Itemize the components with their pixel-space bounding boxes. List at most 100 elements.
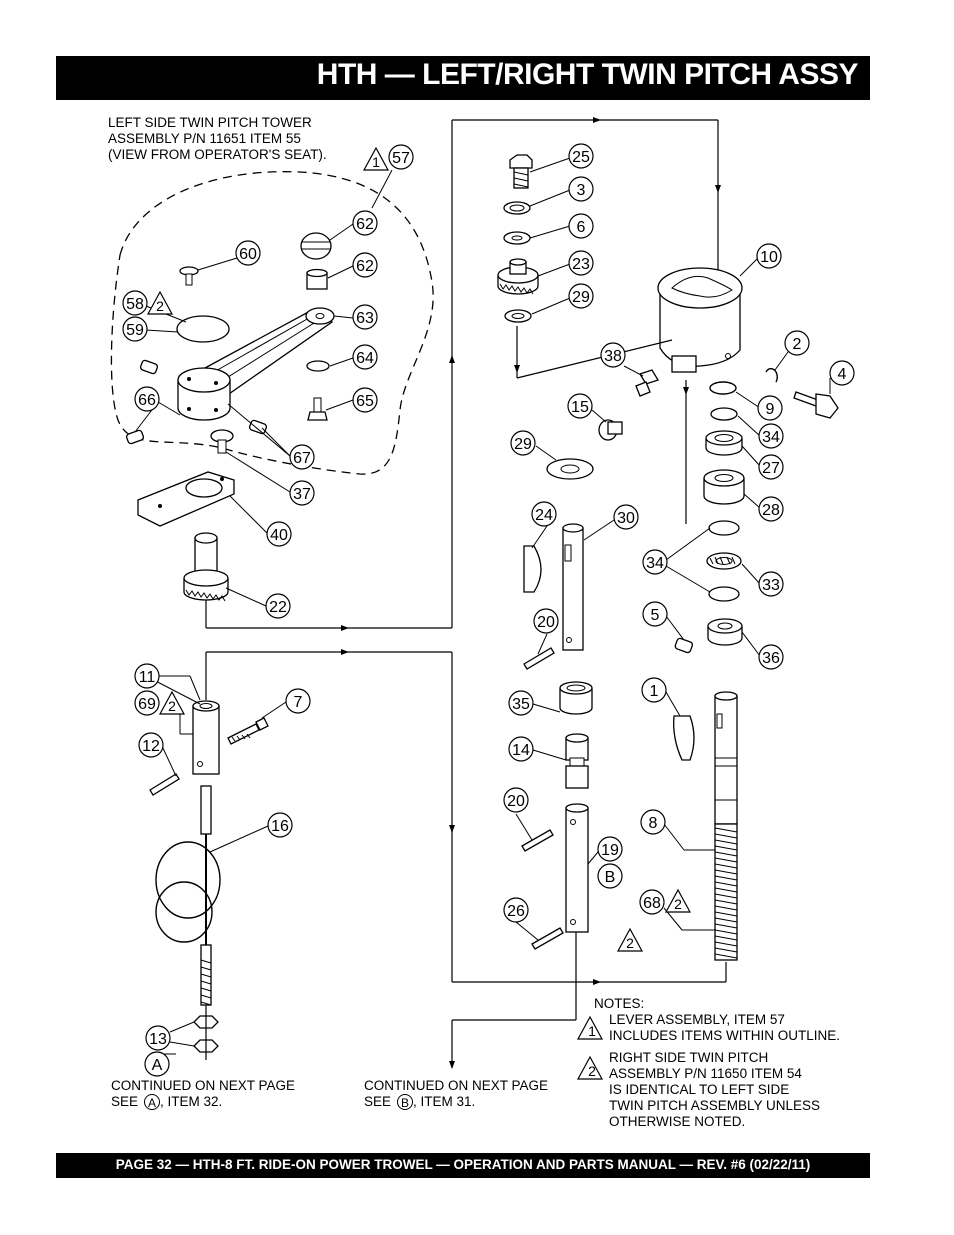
callout-11: [134, 663, 160, 689]
callout-19: [597, 836, 623, 862]
callout-label: 27: [762, 460, 780, 477]
callout-13: [145, 1025, 171, 1051]
callout-label: 10: [760, 249, 778, 266]
tower-housing-part: [657, 267, 743, 373]
callout-4: [829, 360, 855, 386]
clip-part: [765, 367, 778, 383]
callout-label: 7: [294, 694, 303, 711]
header-bar: HTH — LEFT/RIGHT TWIN PITCH ASSY: [56, 56, 870, 100]
key-part: [673, 715, 695, 761]
gear-part: [497, 258, 539, 295]
callout-label: 24: [535, 507, 553, 524]
washer-part: [546, 458, 594, 480]
collar-part: [703, 469, 745, 505]
gear-shaft-part: [183, 532, 229, 602]
triangle-number: 2: [588, 1063, 596, 1079]
callout-label: 33: [762, 577, 780, 594]
callout-label: 9: [766, 401, 775, 418]
lever-assembly-outline: [110, 171, 434, 475]
pin-part: [523, 647, 555, 670]
callout-label: 14: [512, 742, 530, 759]
callout-60: [235, 240, 261, 266]
continued-a-item: , ITEM 32.: [160, 1094, 223, 1109]
callout-26: [503, 897, 529, 923]
callout-label: 13: [149, 1031, 167, 1048]
callout-label: 28: [762, 502, 780, 519]
callout-2: [784, 330, 810, 356]
callout-label: 20: [507, 793, 525, 810]
tower-label-line3: (VIEW FROM OPERATOR'S SEAT).: [108, 147, 327, 162]
note2-line2: ASSEMBLY P/N 11650 ITEM 54: [609, 1066, 802, 1081]
collar-part: [707, 618, 743, 646]
continued-a-line1: CONTINUED ON NEXT PAGE: [111, 1078, 296, 1093]
threaded-shaft-part: [714, 691, 738, 961]
note-triangle-icon: [576, 1015, 604, 1040]
note1-line2: INCLUDES ITEMS WITHIN OUTLINE.: [609, 1028, 841, 1043]
triangle-number: 2: [626, 935, 634, 951]
washer-part: [710, 407, 738, 421]
callout-label: 1: [650, 683, 659, 700]
pin-part: [521, 829, 554, 852]
bushing-part: [559, 681, 593, 715]
note2-line3: IS IDENTICAL TO LEFT SIDE: [609, 1082, 790, 1097]
callout-A: [144, 1051, 170, 1077]
callout-label: 2: [793, 336, 802, 353]
callout-37: [289, 480, 315, 506]
callout-label: 4: [838, 366, 847, 383]
callout-34: [758, 423, 784, 449]
bearing-part: [705, 430, 743, 456]
note-triangle-icon: [616, 927, 644, 952]
snap-ring-part: [709, 381, 737, 395]
callout-62: [352, 252, 378, 278]
callout-label: 15: [571, 399, 589, 416]
tower-label-line2: ASSEMBLY P/N 11651 ITEM 55: [108, 131, 301, 146]
washer-part: [504, 309, 532, 323]
callout-label: 38: [604, 348, 622, 365]
callout-label: 68: [643, 895, 661, 912]
mounting-plate-part: [137, 471, 235, 527]
callout-label: 6: [577, 219, 586, 236]
shaft-part: [562, 523, 584, 651]
callout-label: 29: [514, 436, 532, 453]
callout-label: 59: [126, 322, 144, 339]
flow-lines: [205, 117, 727, 1069]
bolt-part: [307, 397, 328, 421]
washer-part: [503, 231, 531, 245]
note-triangle-icon: [146, 290, 174, 315]
continued-b-item: , ITEM 31.: [413, 1094, 476, 1109]
callout-label: 16: [271, 818, 289, 835]
callout-15: [567, 393, 593, 419]
washer-part: [306, 360, 330, 372]
grease-fitting-part: [635, 369, 659, 397]
callout-62: [352, 210, 378, 236]
note2-line5: OTHERWISE NOTED.: [609, 1114, 746, 1129]
pin-part: [531, 927, 564, 950]
pin-part: [149, 773, 180, 796]
thrust-bearing-part: [706, 552, 742, 570]
callout-label: 57: [392, 150, 410, 167]
callout-label: A: [152, 1057, 163, 1074]
callout-label: 20: [537, 614, 555, 631]
callout-59: [122, 316, 148, 342]
key-part: [523, 545, 542, 593]
callout-67: [289, 444, 315, 470]
note-triangle-icon: [362, 146, 390, 171]
ref-letter-a: A: [148, 1096, 156, 1110]
bolt-part: [509, 154, 533, 189]
callout-label: 34: [762, 429, 780, 446]
note1-line1: LEVER ASSEMBLY, ITEM 57: [609, 1012, 785, 1027]
set-screw-part: [674, 637, 694, 654]
callout-3: [568, 176, 594, 202]
callout-20: [533, 608, 559, 634]
callout-66: [134, 386, 160, 412]
triangle-number: 2: [156, 298, 164, 314]
callout-label: 58: [126, 296, 144, 313]
callout-34: [642, 549, 668, 575]
callout-label: 30: [617, 510, 635, 527]
callout-40: [266, 521, 292, 547]
continued-b-see: SEE: [364, 1094, 392, 1109]
callout-label: B: [605, 869, 616, 886]
callout-9: [757, 395, 783, 421]
callout-38: [600, 342, 626, 368]
callout-label: 62: [356, 216, 374, 233]
